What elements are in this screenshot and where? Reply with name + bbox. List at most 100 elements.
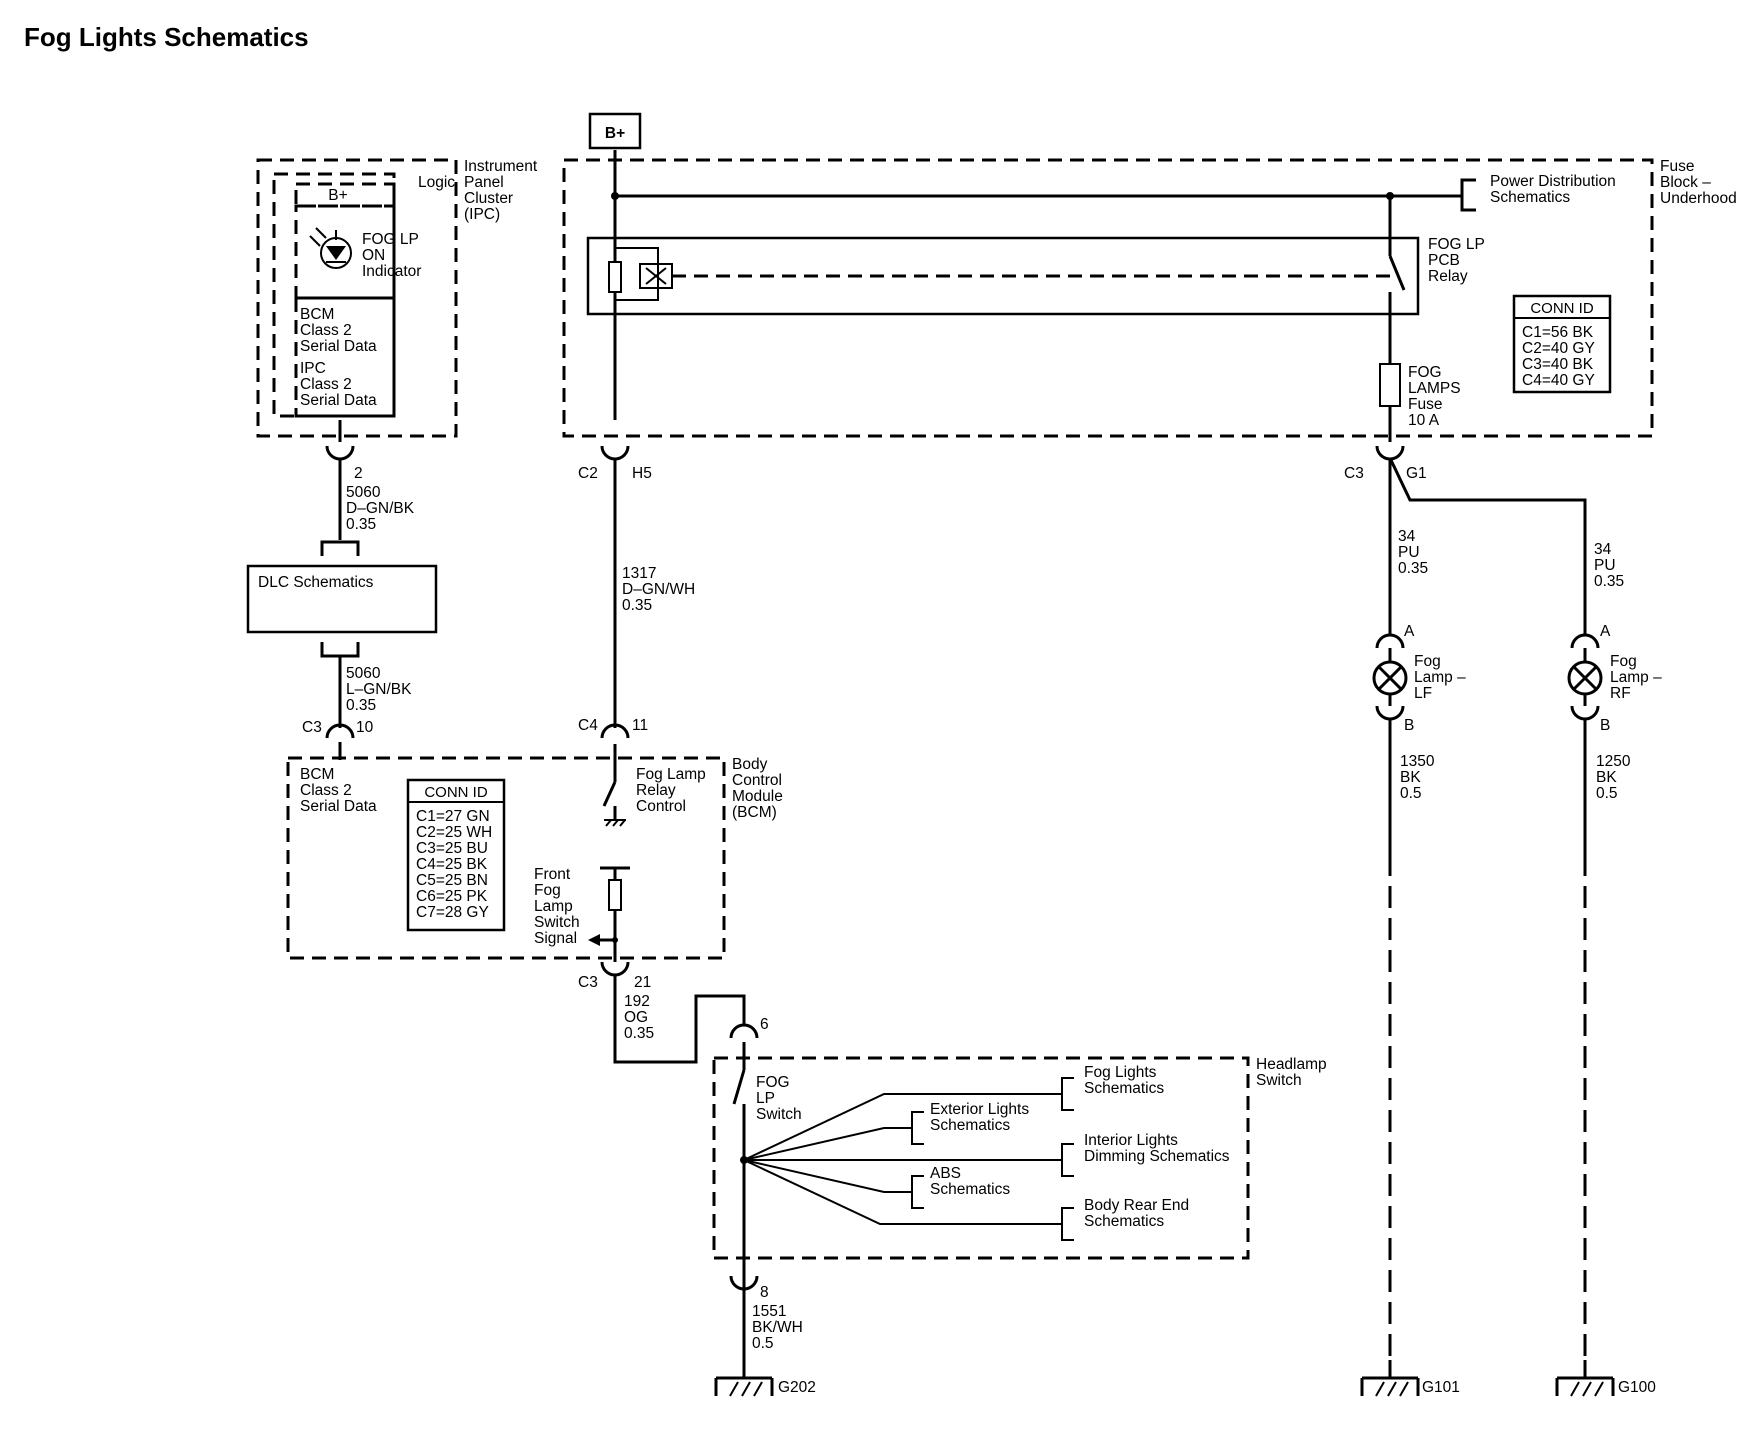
conn-id-row: C1=56 BK — [1522, 324, 1594, 341]
pin-label: G1 — [1406, 465, 1427, 482]
headlamp-name-line: Headlamp — [1256, 1056, 1327, 1073]
svg-text:CONN ID: CONN ID — [1530, 300, 1594, 317]
connector-label: C4 — [578, 717, 598, 734]
ground-label: G101 — [1422, 1379, 1460, 1396]
ipc-pin-label: 2 — [354, 465, 363, 482]
abs-ref-line: ABS — [930, 1165, 961, 1182]
wire-label-line: 34 — [1398, 528, 1416, 545]
wire-192-og — [613, 976, 746, 1064]
relay-diode-icon — [608, 261, 622, 293]
pin-label: 21 — [634, 974, 651, 991]
bcm-serial-line: BCM — [300, 766, 334, 783]
wire-label-line: BK — [1400, 769, 1421, 786]
dlc-schematics-box: DLC Schematics — [246, 564, 438, 634]
wire-label-line: PU — [1594, 557, 1616, 574]
ipc-name-line: Instrument — [464, 158, 538, 175]
wire-label-line: 0.5 — [1400, 785, 1422, 802]
interior-ref-line: Dimming Schematics — [1084, 1148, 1230, 1165]
ipc-connector-icon — [325, 445, 355, 461]
wire-label-line: D–GN/WH — [622, 581, 695, 598]
wire-label-line: 0.35 — [1594, 573, 1624, 590]
wire-label-line: 0.35 — [624, 1025, 654, 1042]
lamp-label-line: LF — [1414, 685, 1432, 702]
fog-lamp-lf: A Fog Lamp – LF B — [1372, 623, 1466, 734]
wire-label-line: BK — [1596, 769, 1617, 786]
interior-ref-line: Interior Lights — [1084, 1132, 1178, 1149]
lamp-label-line: Lamp – — [1610, 669, 1662, 686]
ground-g101-icon — [1360, 1358, 1420, 1398]
conn-id-row: C3=40 BK — [1522, 356, 1594, 373]
body-control-module: Body Control Module (BCM) BCM Class 2 Se… — [286, 744, 783, 960]
switch-signal-line: Signal — [534, 930, 577, 947]
fuse-block-name-line: Block – — [1660, 174, 1711, 191]
pin-label: 6 — [760, 1016, 769, 1033]
conn-id-row: C2=40 GY — [1522, 340, 1595, 357]
svg-text:CONN ID: CONN ID — [424, 784, 488, 801]
bcm-conn-id-table: CONN ID C1=27 GN C2=25 WH C3=25 BU C4=25… — [406, 778, 506, 932]
conn-id-row: C4=25 BK — [416, 856, 488, 873]
relay-contact-icon — [1388, 255, 1406, 291]
switch-signal-line: Lamp — [534, 898, 573, 915]
ipc-logic-label: Logic — [418, 174, 455, 191]
fog-switch-label-line: LP — [756, 1090, 775, 1107]
power-dist-line: Power Distribution — [1490, 173, 1616, 190]
connector-label: C2 — [578, 465, 598, 482]
signal-arrow-icon — [588, 934, 600, 946]
fuse-label-line: LAMPS — [1408, 380, 1461, 397]
headlamp-name-line: Switch — [1256, 1072, 1302, 1089]
fuse-label-line: FOG — [1408, 364, 1442, 381]
rear-ref-line: Schematics — [1084, 1213, 1164, 1230]
bcm-name-line: Body — [732, 756, 768, 773]
relay-control-switch-icon — [602, 781, 617, 807]
ipc-bplus-label: B+ — [328, 187, 347, 204]
conn-id-row: C2=25 WH — [416, 824, 492, 841]
wire-34-pu-rf — [1388, 457, 1587, 636]
bcm-c3-21-connector-icon — [600, 961, 630, 977]
instrument-panel-cluster: B+ Logic Instrument Panel Cluster (IPC) … — [256, 158, 538, 438]
ground-g100-icon — [1555, 1358, 1615, 1398]
conn-id-row: C1=27 GN — [416, 808, 490, 825]
pin-label: 10 — [356, 719, 374, 736]
wire-label-line: BK/WH — [752, 1319, 803, 1336]
ipc-ipc-data-line: Serial Data — [300, 392, 377, 409]
fuse-conn-id-table: CONN ID C1=56 BK C2=40 GY C3=40 BK C4=40… — [1512, 294, 1612, 394]
ipc-bcm-data-line: Class 2 — [300, 322, 352, 339]
pin-label: B — [1600, 717, 1610, 734]
relay-label-line: Relay — [1428, 268, 1468, 285]
pin-label: A — [1404, 623, 1415, 640]
switch-signal-line: Fog — [534, 882, 561, 899]
lamp-label-line: RF — [1610, 685, 1631, 702]
wire-label-line: 5060 — [346, 665, 381, 682]
wire-label-line: 1250 — [1596, 753, 1631, 770]
fog-switch-icon — [732, 1069, 746, 1105]
lamp-label-line: Fog — [1414, 653, 1441, 670]
fog-switch-label-line: Switch — [756, 1106, 802, 1123]
ipc-bcm-data-line: BCM — [300, 306, 334, 323]
page-title: Fog Lights Schematics — [24, 22, 309, 52]
switch-signal-line: Switch — [534, 914, 580, 931]
ground-g202-icon — [714, 1358, 774, 1398]
svg-text:DLC Schematics: DLC Schematics — [258, 574, 374, 591]
lamp-label-line: Lamp – — [1414, 669, 1466, 686]
ipc-name-line: Panel — [464, 174, 504, 191]
ipc-name-line: (IPC) — [464, 206, 500, 223]
battery-supply-label: B+ — [588, 112, 642, 150]
relay-ctrl-line: Control — [636, 798, 686, 815]
wire-label-line: L–GN/BK — [346, 681, 412, 698]
bcm-name-line: Control — [732, 772, 782, 789]
fog-switch-label-line: FOG — [756, 1074, 790, 1091]
conn-id-row: C5=25 BN — [416, 872, 488, 889]
wire-label-line: 0.35 — [346, 697, 376, 714]
fuse-icon — [1379, 363, 1401, 407]
wire-label-line: 0.35 — [346, 516, 376, 533]
connector-label: C3 — [578, 974, 598, 991]
conn-id-row: C3=25 BU — [416, 840, 488, 857]
relay-label-line: PCB — [1428, 252, 1460, 269]
led-indicator-icon — [309, 227, 352, 269]
pin-label: 11 — [632, 717, 648, 734]
wire-label-line: OG — [624, 1009, 648, 1026]
wire-label-line: 0.35 — [1398, 560, 1428, 577]
headlamp-switch: Headlamp Switch FOG LP Switch Fog Lights… — [712, 1056, 1327, 1290]
wire-label-line: 0.35 — [622, 597, 652, 614]
